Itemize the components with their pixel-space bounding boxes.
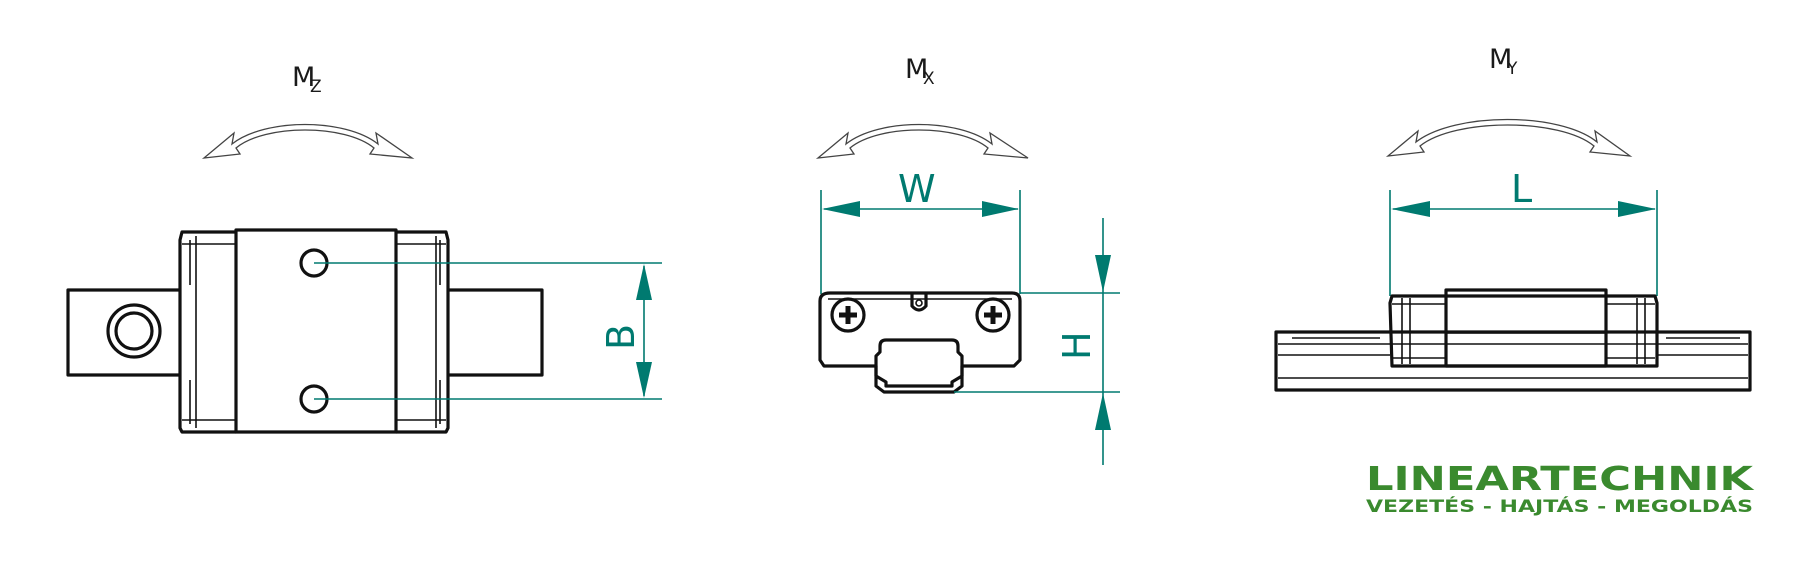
front-screw-right (975, 297, 1011, 333)
h-arrow-top (1095, 255, 1111, 292)
mx-subscript: X (923, 69, 935, 89)
side-rail (1274, 330, 1752, 392)
rail-bolt-hole-inner (114, 311, 154, 351)
logo-tagline: VEZETÉS - HAJTÁS - MEGOLDÁS (1366, 495, 1753, 517)
front-screw-left (830, 297, 866, 333)
front-rail-profile (874, 338, 964, 388)
my-rotation-arrow (1385, 118, 1633, 157)
mx-label: M (905, 54, 928, 85)
rail-bolt-hole-outer (106, 303, 162, 359)
w-label: W (898, 167, 936, 211)
my-label: M (1489, 44, 1512, 75)
front-view: M X W H (815, 54, 1120, 465)
side-carriage-body (1444, 288, 1608, 368)
w-arrow-right (982, 201, 1019, 217)
lube-port (910, 293, 928, 312)
h-label: H (1055, 331, 1099, 360)
mz-label: M (292, 62, 315, 93)
mx-rotation-arrow (815, 123, 1029, 159)
my-subscript: Y (1506, 59, 1518, 79)
mz-subscript: Z (310, 77, 322, 97)
w-arrow-left (822, 201, 860, 217)
lineartechnik-logo: LINEARTECHNIK VEZETÉS - HAJTÁS - MEGOLDÁ… (1366, 459, 1755, 517)
h-arrow-bottom (1095, 393, 1111, 430)
top-end-seal-left (178, 230, 236, 434)
side-carriage-outline (1388, 294, 1659, 368)
l-label: L (1511, 167, 1532, 211)
side-view: M Y L (1274, 44, 1752, 392)
b-arrow-bottom (636, 362, 652, 398)
logo-name: LINEARTECHNIK (1366, 459, 1755, 498)
top-end-seal-right (396, 230, 450, 434)
b-label: B (599, 324, 643, 350)
top-rail-left (66, 288, 180, 377)
l-arrow-left (1391, 201, 1430, 217)
mz-rotation-arrow (201, 123, 415, 159)
b-arrow-top (636, 264, 652, 300)
top-carriage-body (234, 228, 398, 434)
top-view: M Z B (66, 62, 662, 434)
l-arrow-right (1618, 201, 1656, 217)
top-rail-right (448, 288, 544, 377)
